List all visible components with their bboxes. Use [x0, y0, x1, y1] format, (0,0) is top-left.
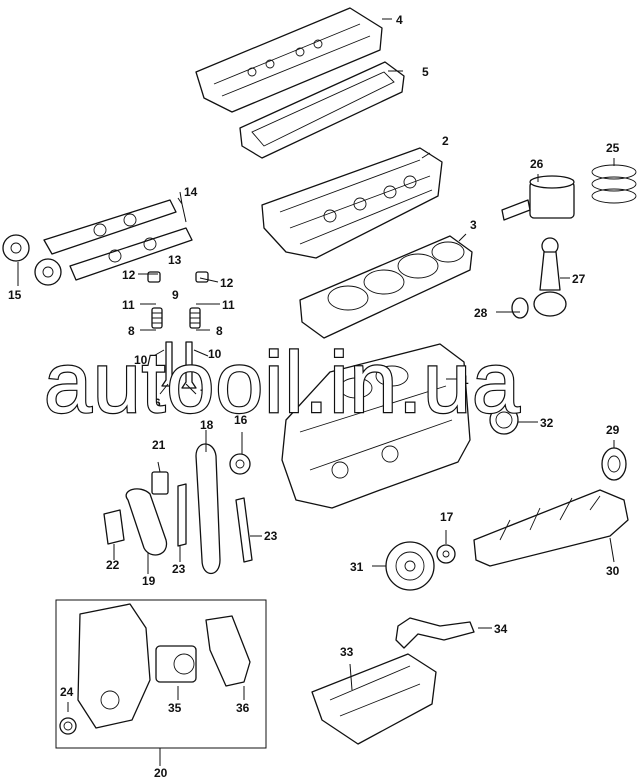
callout-8a[interactable]: 8 [128, 324, 135, 338]
callout-13[interactable]: 13 [168, 253, 182, 267]
callout-35[interactable]: 35 [168, 701, 182, 715]
callout-1[interactable]: 1 [462, 373, 469, 387]
part-timing-cover[interactable] [77, 603, 151, 729]
part-valve-cover[interactable] [195, 7, 383, 113]
watermark-text: autooil.in.ua [44, 335, 521, 431]
callout-32[interactable]: 32 [540, 416, 554, 430]
part-crank-pulley[interactable] [385, 541, 435, 591]
part-rod-bearing[interactable] [511, 297, 529, 319]
callout-12a[interactable]: 12 [122, 268, 136, 282]
callout-21[interactable]: 21 [152, 438, 166, 452]
part-chain-guides[interactable] [177, 483, 253, 563]
part-seal-24[interactable] [59, 717, 77, 735]
callout-12b[interactable]: 12 [220, 276, 234, 290]
callout-28[interactable]: 28 [474, 306, 488, 320]
callout-8b[interactable]: 8 [216, 324, 223, 338]
callout-33[interactable]: 33 [340, 645, 354, 659]
part-camshafts[interactable] [43, 199, 193, 281]
part-sprocket-16[interactable] [229, 453, 251, 475]
callout-23a[interactable]: 23 [172, 562, 186, 576]
frame-timing-cover-group [55, 599, 267, 749]
callout-6[interactable]: 6 [154, 396, 161, 410]
callout-30[interactable]: 30 [606, 564, 620, 578]
part-cylinder-head[interactable] [261, 147, 443, 259]
part-water-pump-35[interactable] [155, 645, 197, 683]
callout-25[interactable]: 25 [606, 141, 620, 155]
callout-3[interactable]: 3 [470, 218, 477, 232]
callout-11a[interactable]: 11 [122, 298, 135, 312]
callout-5[interactable]: 5 [422, 65, 429, 79]
part-rear-seal[interactable] [489, 405, 519, 435]
callout-22[interactable]: 22 [106, 558, 120, 572]
part-valves[interactable] [161, 341, 197, 389]
callout-23b[interactable]: 23 [264, 529, 278, 543]
callout-19[interactable]: 19 [142, 574, 156, 588]
callout-10b[interactable]: 10 [208, 347, 222, 361]
callout-14[interactable]: 14 [184, 185, 198, 199]
callout-36[interactable]: 36 [236, 701, 250, 715]
part-piston[interactable] [501, 175, 575, 221]
callout-10a[interactable]: 10 [134, 353, 148, 367]
part-connecting-rod[interactable] [533, 237, 567, 317]
callout-27[interactable]: 27 [572, 272, 586, 286]
callout-15[interactable]: 15 [8, 288, 22, 302]
callout-34[interactable]: 34 [494, 622, 508, 636]
part-cover-plate-36[interactable] [205, 615, 251, 687]
callout-9[interactable]: 9 [172, 288, 179, 302]
part-head-gasket[interactable] [299, 235, 473, 339]
callout-16[interactable]: 16 [234, 413, 248, 427]
part-oil-pickup[interactable] [395, 617, 475, 649]
part-timing-chain-18[interactable] [195, 443, 221, 575]
part-piston-rings[interactable] [591, 164, 637, 204]
callout-2[interactable]: 2 [442, 134, 449, 148]
callout-26[interactable]: 26 [530, 157, 544, 171]
callout-7[interactable]: 7 [200, 387, 207, 401]
part-valve-springs[interactable] [151, 307, 201, 329]
callout-18[interactable]: 18 [200, 418, 214, 432]
part-timing-chain-19[interactable] [125, 488, 168, 556]
callout-31[interactable]: 31 [350, 560, 364, 574]
callout-20[interactable]: 20 [154, 766, 168, 778]
part-crankshaft[interactable] [473, 489, 629, 567]
callout-29[interactable]: 29 [606, 423, 620, 437]
part-cam-sprockets[interactable] [2, 234, 62, 286]
leader-lines [17, 18, 615, 766]
part-crank-gear[interactable] [436, 544, 456, 564]
part-valve-cover-gasket[interactable] [239, 61, 405, 159]
callout-17[interactable]: 17 [440, 510, 454, 524]
part-bushing[interactable] [601, 447, 627, 481]
callout-4[interactable]: 4 [396, 13, 403, 27]
callout-labels: 1 2 3 4 5 6 7 8 8 9 10 10 11 11 12 12 13… [8, 13, 620, 778]
callout-24[interactable]: 24 [60, 685, 74, 699]
callout-11b[interactable]: 11 [222, 298, 235, 312]
part-tensioner[interactable] [151, 471, 169, 495]
part-engine-block[interactable] [281, 343, 471, 509]
part-oil-pan[interactable] [311, 653, 437, 745]
part-tensioner-body[interactable] [103, 509, 125, 545]
